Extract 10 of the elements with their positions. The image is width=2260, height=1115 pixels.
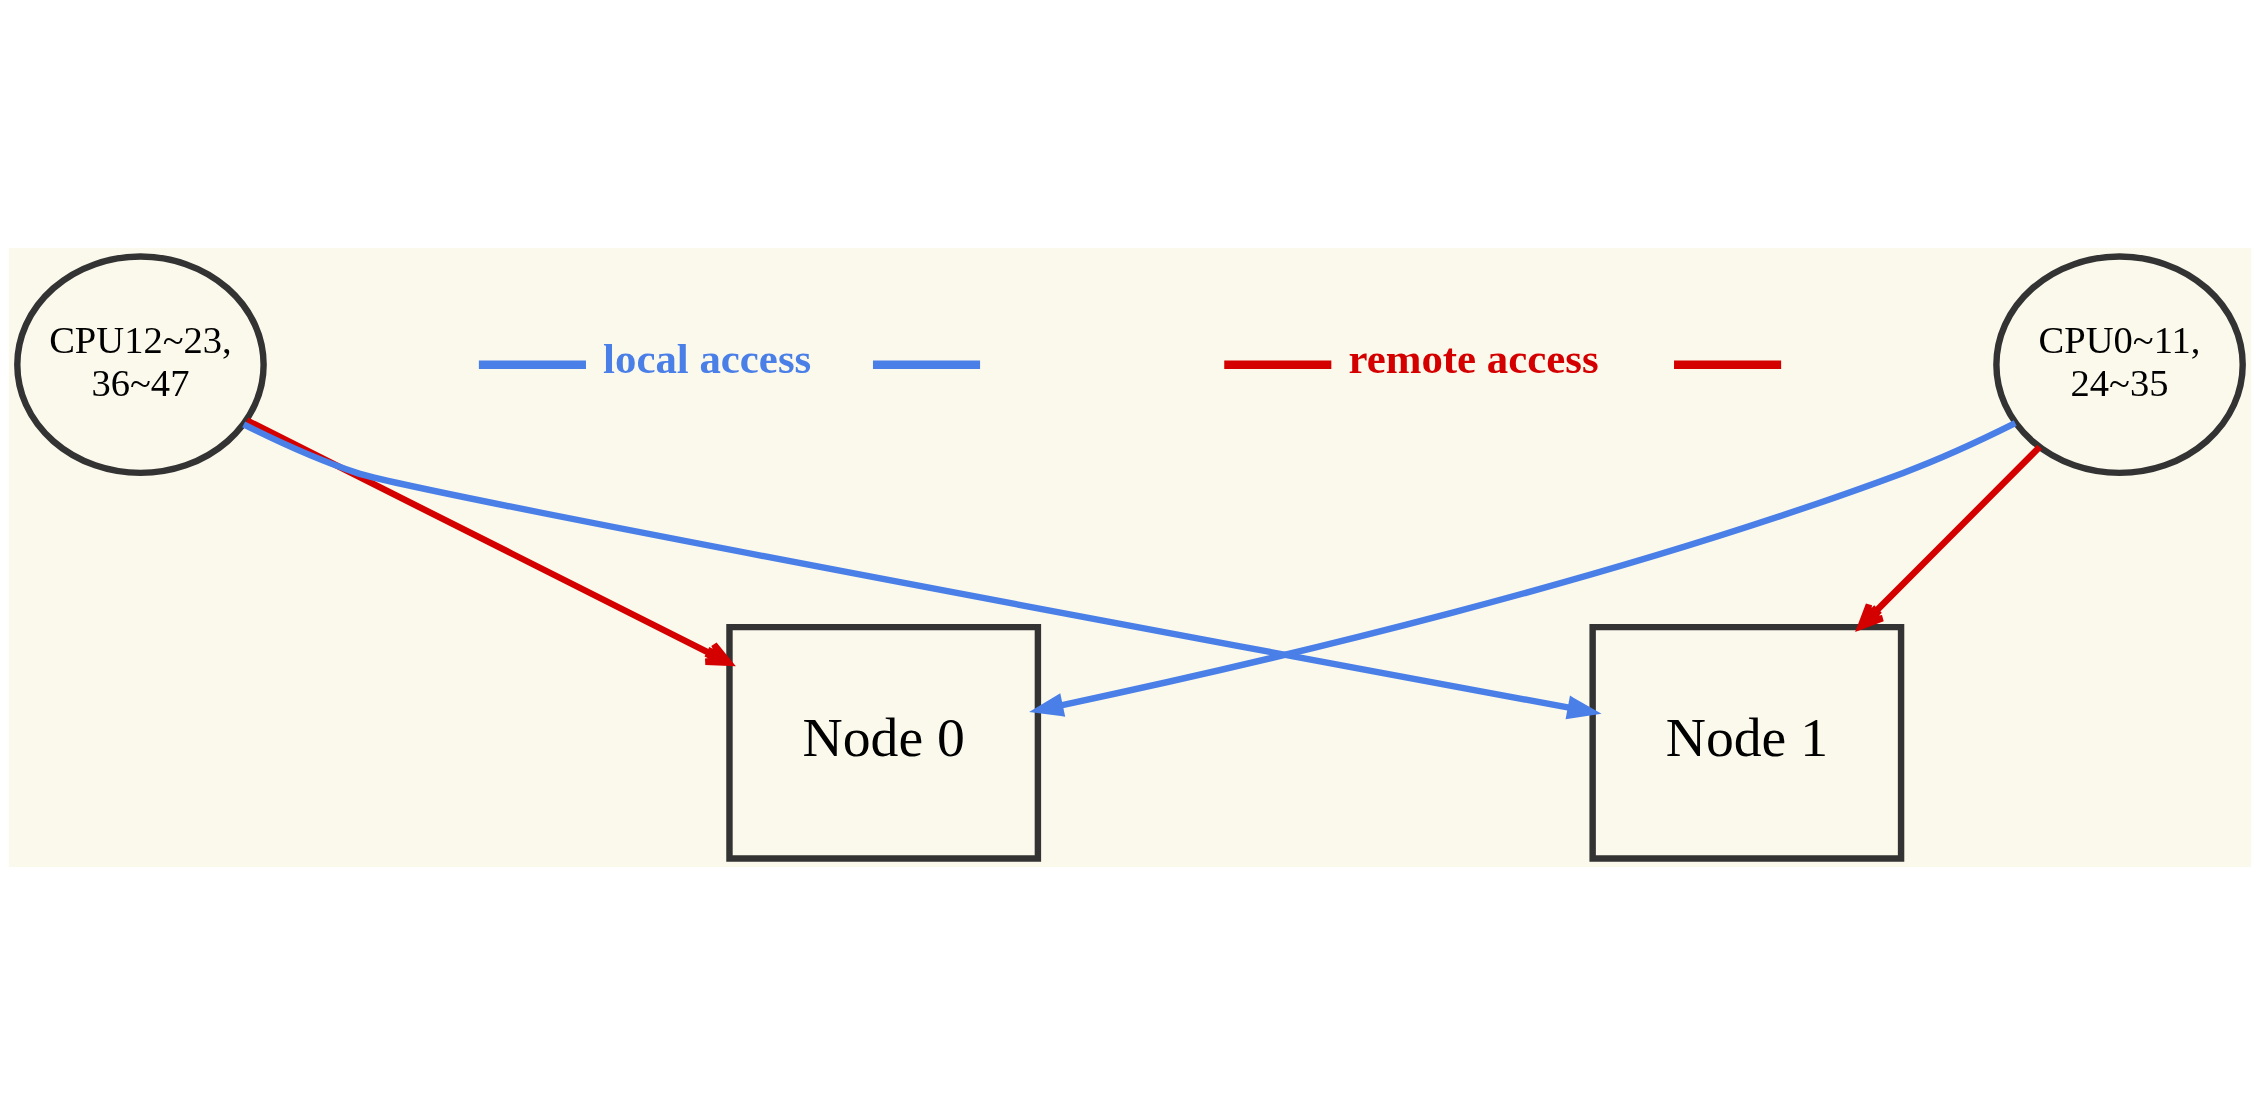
legend-label: local access	[603, 335, 812, 383]
arrow	[1029, 420, 2017, 717]
node-box: Node 1	[1589, 623, 1905, 862]
arrow	[245, 417, 733, 666]
node-ellipse: CPU12~23, 36~47	[14, 253, 267, 477]
arrow	[242, 421, 1602, 720]
node-ellipse: CPU0~11, 24~35	[1993, 253, 2246, 477]
node-box: Node 0	[726, 623, 1042, 862]
legend-label: remote access	[1348, 335, 1599, 383]
arrow	[1857, 444, 2042, 630]
